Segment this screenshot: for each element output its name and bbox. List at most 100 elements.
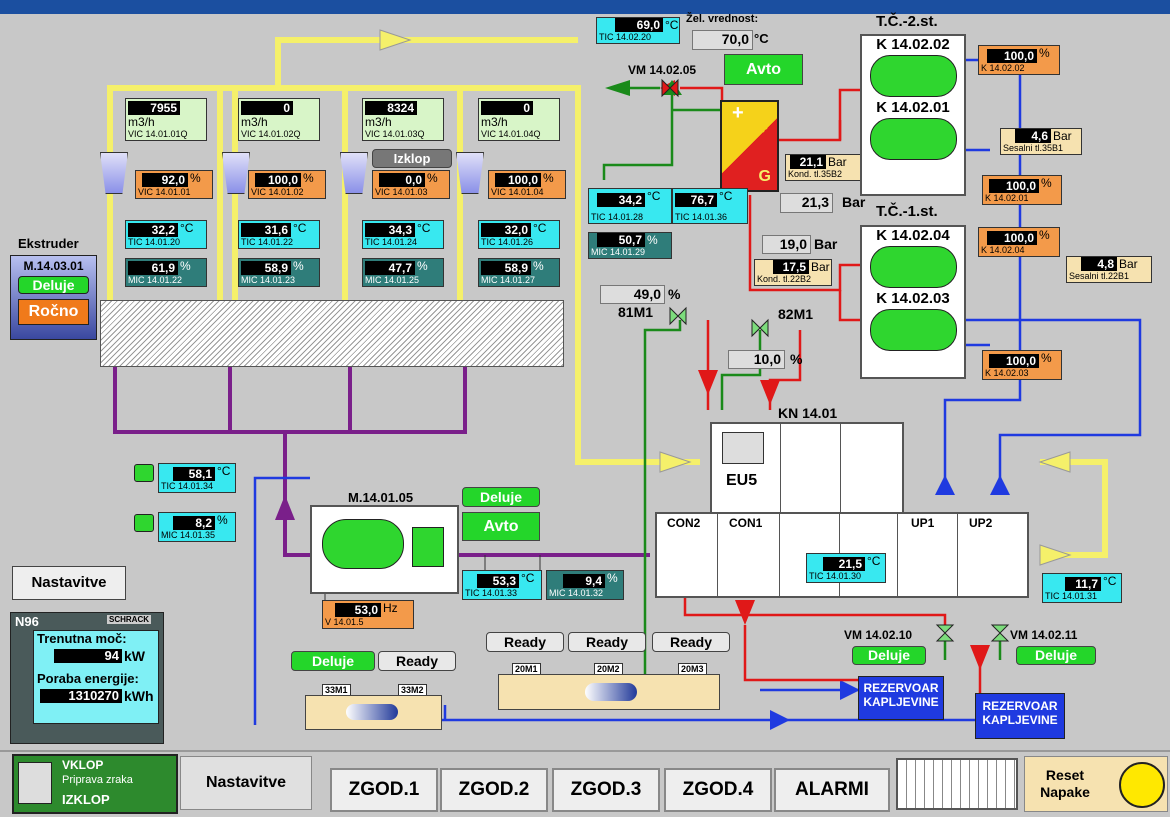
tc1-k2-label: K 14.02.03	[876, 290, 950, 307]
history-1-button[interactable]: ZGOD.1	[330, 768, 438, 812]
tic-14-01-33: 53,3°C TIC 14.01.33	[462, 570, 542, 600]
history-4-button[interactable]: ZGOD.4	[664, 768, 772, 812]
compressor-k-14-02-03[interactable]	[869, 309, 957, 351]
title-bar-strip	[0, 0, 1170, 14]
status-led-2	[134, 514, 154, 532]
heater-plus: +	[732, 102, 744, 124]
vm-14-02-11-status: Deluje	[1016, 646, 1096, 665]
extruder-title: Ekstruder	[18, 236, 79, 251]
valve-82m1-label: 82M1	[778, 306, 814, 322]
tc1-title: T.Č.-1.st.	[876, 203, 938, 220]
history-2-button[interactable]: ZGOD.2	[440, 768, 548, 812]
tic-14-01-28: 34,2°C TIC 14.01.28	[588, 188, 672, 224]
kond-22-top-value: 19,0	[762, 235, 811, 254]
mic-14-01-35: 8,2% MIC 14.01.35	[158, 512, 236, 542]
pump-20m3-ready: Ready	[652, 632, 730, 652]
yellow-arrow-1	[379, 29, 412, 51]
tic-14-01-30: 21,5°C TIC 14.01.30	[806, 553, 886, 583]
tc1-panel: K 14.02.04 K 14.02.03	[860, 225, 966, 379]
m-14-01-05-fan-panel	[310, 505, 459, 594]
tc1-k1-label: K 14.02.04	[876, 227, 950, 244]
status-led-1	[134, 464, 154, 482]
izklop-label: IZKLOP	[62, 792, 110, 807]
meter-id: N96	[15, 614, 39, 629]
extruder-panel: M.14.03.01 Deluje Ročno	[10, 255, 97, 340]
vklop-panel[interactable]: VKLOP Priprava zraka IZKLOP	[12, 754, 178, 814]
tc2-title: T.Č.-2.st.	[876, 13, 938, 30]
settings-button-footer[interactable]: Nastavitve	[180, 756, 312, 810]
tic-14-02-20: 69,0°C TIC 14.02.20	[596, 17, 680, 44]
m-14-01-05-mode-button[interactable]: Avto	[462, 512, 540, 541]
silo-block	[100, 300, 564, 367]
temp-readout-2: 31,6°C TIC 14.01.22	[238, 220, 320, 249]
keyboard-icon[interactable]	[896, 758, 1018, 810]
flow-readout-2: 0m3/h VIC 14.01.02Q	[238, 98, 320, 141]
settings-button-left[interactable]: Nastavitve	[12, 566, 126, 600]
kn-upper: EU5	[710, 422, 904, 516]
damper-percent-1: 92,0% VIC 14.01.01	[135, 170, 213, 199]
k-14-02-02-percent: 100,0% K 14.02.02	[978, 45, 1060, 75]
con2-label: CON2	[667, 516, 701, 530]
tic-14-01-31: 11,7°C TIC 14.01.31	[1042, 573, 1122, 603]
setpoint-label: Žel. vrednost:	[686, 13, 759, 25]
k-14-02-03-percent: 100,0% K 14.02.03	[982, 350, 1062, 380]
humidity-readout-2: 58,9% MIC 14.01.23	[238, 258, 320, 287]
extruder-status: Deluje	[18, 276, 89, 294]
vm-14-02-05-mode-button[interactable]: Avto	[724, 54, 803, 85]
damper-icon-2[interactable]	[222, 152, 250, 194]
heater-letter: G	[758, 168, 771, 185]
meter-power: 94	[54, 649, 122, 663]
con1-label: CON1	[729, 516, 763, 530]
conveyor-33	[305, 695, 442, 730]
vm-14-02-10-status: Deluje	[852, 646, 926, 665]
vm-14-02-05-label: VM 14.02.05	[628, 63, 697, 77]
up2-label: UP2	[969, 516, 993, 530]
valve-81m1-label: 81M1	[618, 304, 654, 320]
fan-m-14-01-05[interactable]	[322, 519, 404, 569]
extruder-mode-button[interactable]: Ročno	[18, 299, 89, 325]
izklop-button[interactable]: Izklop	[372, 149, 452, 168]
humidity-readout-3: 47,7% MIC 14.01.25	[362, 258, 444, 287]
tc2-k2-label: K 14.02.01	[876, 99, 950, 116]
k-14-02-01-percent: 100,0% K 14.02.01	[982, 175, 1062, 205]
temp-readout-4: 32,0°C TIC 14.01.26	[478, 220, 560, 249]
valve-82m1-value[interactable]: 10,0	[728, 350, 785, 369]
mic-14-01-29: 50,7% MIC 14.01.29	[588, 232, 672, 259]
priprava-zraka-label: Priprava zraka	[62, 774, 133, 786]
valve-81m1-value[interactable]: 49,0	[600, 285, 665, 304]
meter-power-label: Trenutna moč:	[37, 631, 127, 646]
vm-14-02-11-label: VM 14.02.11	[1010, 628, 1078, 642]
tic-14-01-34: 58,1°C TIC 14.01.34	[158, 463, 236, 493]
setpoint-value[interactable]: 70,0	[692, 30, 753, 50]
tc2-panel: K 14.02.02 K 14.02.01	[860, 34, 966, 196]
m-14-01-05-title: M.14.01.05	[348, 490, 414, 505]
flow-readout-1: 7955m3/h VIC 14.01.01Q	[125, 98, 207, 141]
up1-label: UP1	[911, 516, 935, 530]
compressor-k-14-02-02[interactable]	[869, 55, 957, 97]
reservoir-1: REZERVOAR KAPLJEVINE	[858, 676, 944, 720]
history-3-button[interactable]: ZGOD.3	[552, 768, 660, 812]
alarms-button[interactable]: ALARMI	[774, 768, 890, 812]
reset-lamp-icon	[1119, 762, 1165, 808]
mic-14-01-32: 9,4% MIC 14.01.32	[546, 570, 624, 600]
kond-35-unit: Bar	[842, 194, 866, 210]
temp-readout-1: 32,2°C TIC 14.01.20	[125, 220, 207, 249]
reservoir-2: REZERVOAR KAPLJEVINE	[975, 693, 1065, 739]
eu5-label: EU5	[726, 472, 758, 489]
tc2-k1-label: K 14.02.02	[876, 36, 950, 53]
yellow-pipe-right	[1040, 459, 1108, 558]
kond-35-value: 21,3	[780, 193, 833, 213]
conveyor-20	[498, 674, 720, 710]
compressor-k-14-02-01[interactable]	[869, 118, 957, 160]
compressor-k-14-02-04[interactable]	[869, 246, 957, 288]
m-14-01-05-status: Deluje	[462, 487, 540, 507]
humidity-readout-4: 58,9% MIC 14.01.27	[478, 258, 560, 287]
pump-33-status: Deluje	[291, 651, 375, 671]
vfd-icon	[412, 527, 444, 567]
napake-label: Napake	[1040, 784, 1090, 800]
humidity-readout-1: 61,9% MIC 14.01.22	[125, 258, 207, 287]
